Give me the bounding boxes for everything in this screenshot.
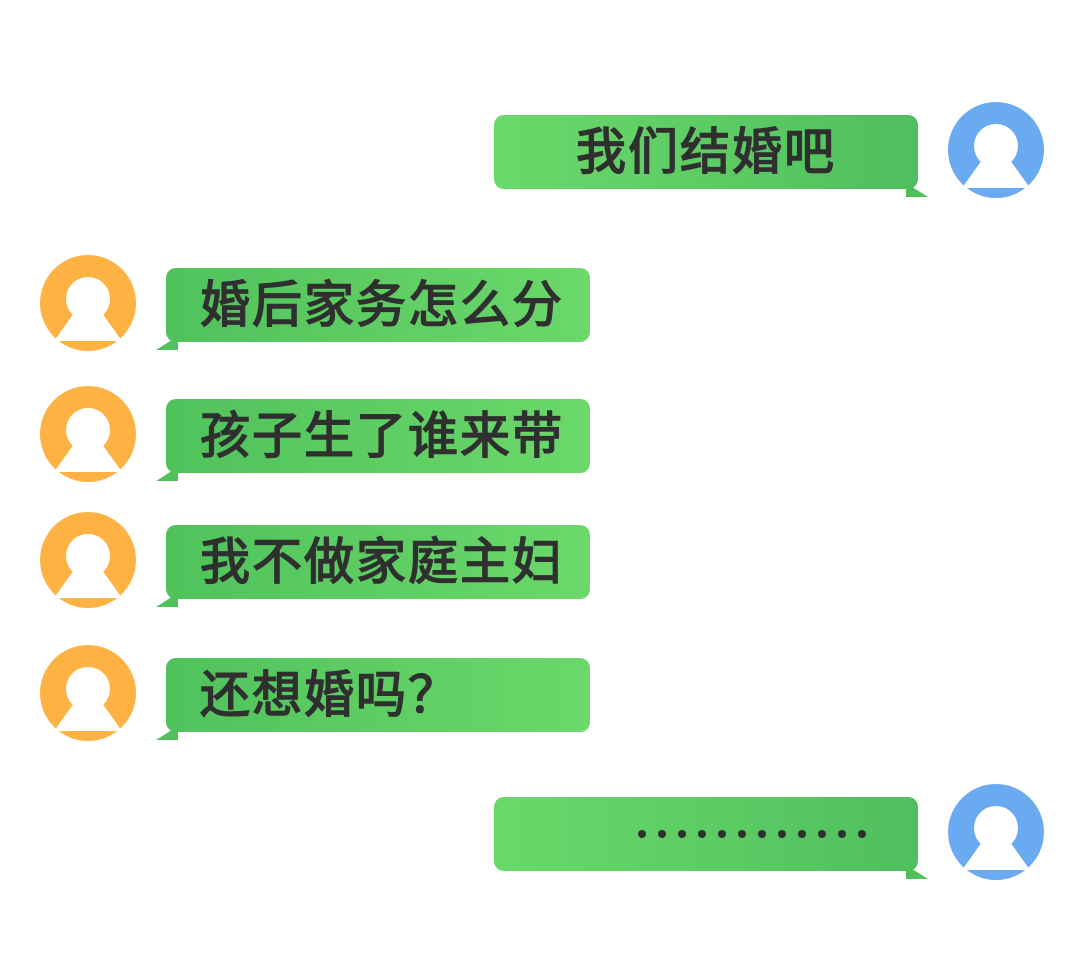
message-text: 孩子生了谁来带	[200, 407, 564, 465]
user-avatar-icon[interactable]	[40, 386, 136, 482]
message-bubble[interactable]	[494, 797, 928, 879]
ellipsis-dots	[546, 830, 866, 838]
message-bubble[interactable]: 我们结婚吧	[494, 115, 928, 197]
ellipsis-dot	[718, 830, 726, 838]
user-avatar-icon[interactable]	[40, 645, 136, 741]
bubble-tail	[156, 593, 178, 607]
ellipsis-dot	[738, 830, 746, 838]
ellipsis-dot	[698, 830, 706, 838]
message-text: 我不做家庭主妇	[200, 533, 564, 591]
ellipsis-dot	[758, 830, 766, 838]
user-avatar-icon[interactable]	[948, 784, 1044, 880]
bubble-tail	[906, 183, 928, 197]
message-bubble[interactable]: 我不做家庭主妇	[156, 525, 590, 607]
message-text: 我们结婚吧	[576, 123, 836, 181]
ellipsis-dot	[778, 830, 786, 838]
user-avatar-icon[interactable]	[40, 255, 136, 351]
ellipsis-dot	[678, 830, 686, 838]
bubble-tail	[156, 467, 178, 481]
ellipsis-dot	[838, 830, 846, 838]
bubble-tail	[156, 726, 178, 740]
bubble-tail	[156, 336, 178, 350]
message-bubble[interactable]: 还想婚吗？	[156, 658, 590, 740]
ellipsis-dot	[818, 830, 826, 838]
user-avatar-icon[interactable]	[948, 102, 1044, 198]
ellipsis-dot	[638, 830, 646, 838]
message-text: 婚后家务怎么分	[200, 276, 564, 334]
ellipsis-dot	[858, 830, 866, 838]
ellipsis-dot	[658, 830, 666, 838]
bubble-tail	[906, 865, 928, 879]
ellipsis-dot	[798, 830, 806, 838]
user-avatar-icon[interactable]	[40, 512, 136, 608]
message-text: 还想婚吗？	[200, 666, 460, 724]
message-bubble[interactable]: 婚后家务怎么分	[156, 268, 590, 350]
message-bubble[interactable]: 孩子生了谁来带	[156, 399, 590, 481]
